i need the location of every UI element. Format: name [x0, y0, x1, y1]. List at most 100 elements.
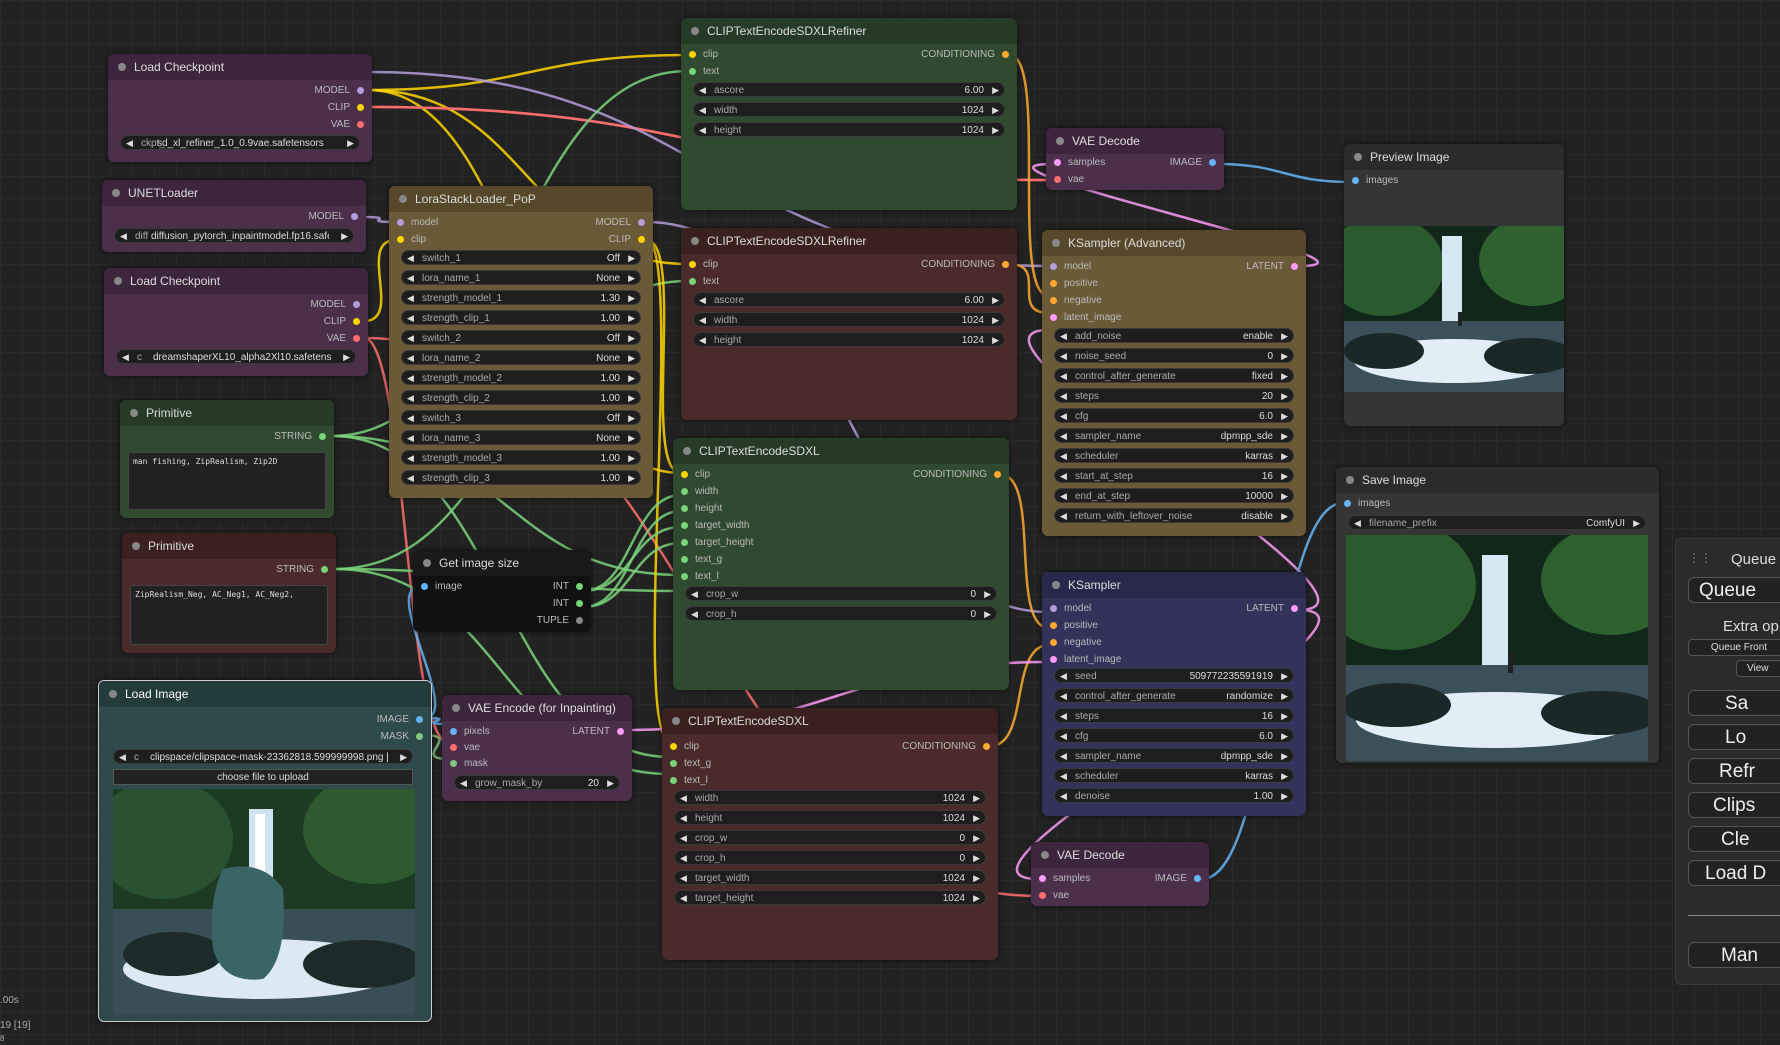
input-samples[interactable]: samples	[1031, 872, 1090, 886]
node-clip-text-encode-refiner-positive[interactable]: CLIPTextEncodeSDXLRefiner clip text COND…	[681, 18, 1017, 210]
output-string[interactable]: STRING	[274, 430, 334, 444]
output-model[interactable]: MODEL	[314, 84, 372, 98]
input-pixels[interactable]: pixels	[442, 725, 490, 739]
output-int-width[interactable]: INT	[553, 580, 591, 594]
widget-strength-clip-2[interactable]: strength_clip_21.00	[401, 390, 641, 405]
input-positive[interactable]: positive	[1042, 277, 1098, 291]
widget-strength-model-1[interactable]: strength_model_11.30	[401, 290, 641, 305]
node-ksampler[interactable]: KSampler model positive negative latent_…	[1042, 572, 1306, 816]
widget-strength-model-3[interactable]: strength_model_31.00	[401, 450, 641, 465]
clipspace-button[interactable]: Clips	[1688, 792, 1780, 818]
input-images[interactable]: images	[1336, 497, 1390, 511]
input-clip[interactable]: clip	[389, 233, 426, 247]
clear-button[interactable]: Cle	[1688, 826, 1780, 852]
node-unet-loader[interactable]: UNETLoader MODEL diffdiffusion_pytorch_i…	[102, 180, 366, 252]
drag-handle-icon[interactable]: ⋮⋮	[1688, 551, 1712, 565]
upload-button[interactable]: choose file to upload	[113, 769, 413, 785]
widget-strength-clip-1[interactable]: strength_clip_11.00	[401, 310, 641, 325]
input-vae[interactable]: vae	[1046, 173, 1084, 187]
input-negative[interactable]: negative	[1042, 294, 1102, 308]
node-vae-decode-refiner[interactable]: VAE Decode samples vae IMAGE	[1046, 128, 1224, 190]
input-clip[interactable]: clip	[681, 258, 718, 272]
input-images[interactable]: images	[1344, 174, 1398, 188]
view-queue-button[interactable]: View	[1736, 660, 1780, 677]
output-int-height[interactable]: INT	[553, 597, 591, 611]
input-target-height[interactable]: target_height	[673, 536, 753, 550]
queue-prompt-button[interactable]: Queue	[1688, 577, 1780, 603]
input-text-l[interactable]: text_l	[673, 570, 719, 584]
output-model[interactable]: MODEL	[308, 210, 366, 224]
node-load-image[interactable]: Load Image IMAGE MASK cclipspace/clipspa…	[98, 680, 432, 1022]
input-latent-image[interactable]: latent_image	[1042, 653, 1121, 667]
output-image[interactable]: IMAGE	[377, 713, 431, 727]
input-vae[interactable]: vae	[442, 741, 480, 755]
widget-ckpt-name[interactable]: ckpt_sd_xl_refiner_1.0_0.9vae.safetensor…	[120, 135, 360, 150]
widget-unet-name[interactable]: diffdiffusion_pytorch_inpaintmodel.fp16.…	[114, 228, 354, 243]
node-vae-decode-base[interactable]: VAE Decode samples vae IMAGE	[1031, 842, 1209, 906]
node-primitive-negative[interactable]: Primitive STRING ZipRealism_Neg, AC_Neg1…	[122, 533, 336, 653]
input-clip[interactable]: clip	[662, 740, 699, 754]
widget-crop-h[interactable]: crop_h0	[674, 850, 986, 865]
input-mask[interactable]: mask	[442, 757, 488, 771]
save-button[interactable]: Sa	[1688, 690, 1780, 716]
input-model[interactable]: model	[389, 216, 438, 230]
manager-button[interactable]: Man	[1688, 942, 1780, 968]
output-latent[interactable]: LATENT	[1246, 602, 1306, 616]
input-text-l[interactable]: text_l	[662, 774, 708, 788]
node-lora-stack-loader[interactable]: LoraStackLoader_PoP model clip MODEL CLI…	[389, 186, 653, 498]
output-tuple[interactable]: TUPLE	[537, 614, 591, 628]
output-vae[interactable]: VAE	[327, 332, 368, 346]
output-conditioning[interactable]: CONDITIONING	[913, 468, 1009, 482]
output-image[interactable]: IMAGE	[1170, 156, 1224, 170]
output-conditioning[interactable]: CONDITIONING	[902, 740, 998, 754]
input-positive[interactable]: positive	[1042, 619, 1098, 633]
widget-crop-w[interactable]: crop_w0	[674, 830, 986, 845]
node-ksampler-advanced[interactable]: KSampler (Advanced) model positive negat…	[1042, 230, 1306, 536]
refresh-button[interactable]: Refr	[1688, 758, 1780, 784]
input-model[interactable]: model	[1042, 260, 1091, 274]
input-clip[interactable]: clip	[681, 48, 718, 62]
output-conditioning[interactable]: CONDITIONING	[921, 48, 1017, 62]
input-model[interactable]: model	[1042, 602, 1091, 616]
node-preview-image[interactable]: Preview Image images	[1344, 144, 1564, 426]
input-negative[interactable]: negative	[1042, 636, 1102, 650]
input-width[interactable]: width	[673, 485, 718, 499]
output-latent[interactable]: LATENT	[1246, 260, 1306, 274]
prompt-textarea[interactable]: ZipRealism_Neg, AC_Neg1, AC_Neg2,	[130, 585, 328, 645]
widget-crop-w[interactable]: crop_w0	[685, 586, 997, 601]
input-clip[interactable]: clip	[673, 468, 710, 482]
output-vae[interactable]: VAE	[331, 118, 372, 132]
node-get-image-size[interactable]: Get image size image INT INT TUPLE	[413, 550, 591, 632]
node-load-checkpoint-refiner[interactable]: Load Checkpoint MODEL CLIP VAE ckpt_sd_x…	[108, 54, 372, 162]
widget-strength-model-2[interactable]: strength_model_21.00	[401, 370, 641, 385]
prompt-textarea[interactable]: man fishing, ZipRealism, Zip2D	[128, 452, 326, 510]
input-latent-image[interactable]: latent_image	[1042, 311, 1121, 325]
